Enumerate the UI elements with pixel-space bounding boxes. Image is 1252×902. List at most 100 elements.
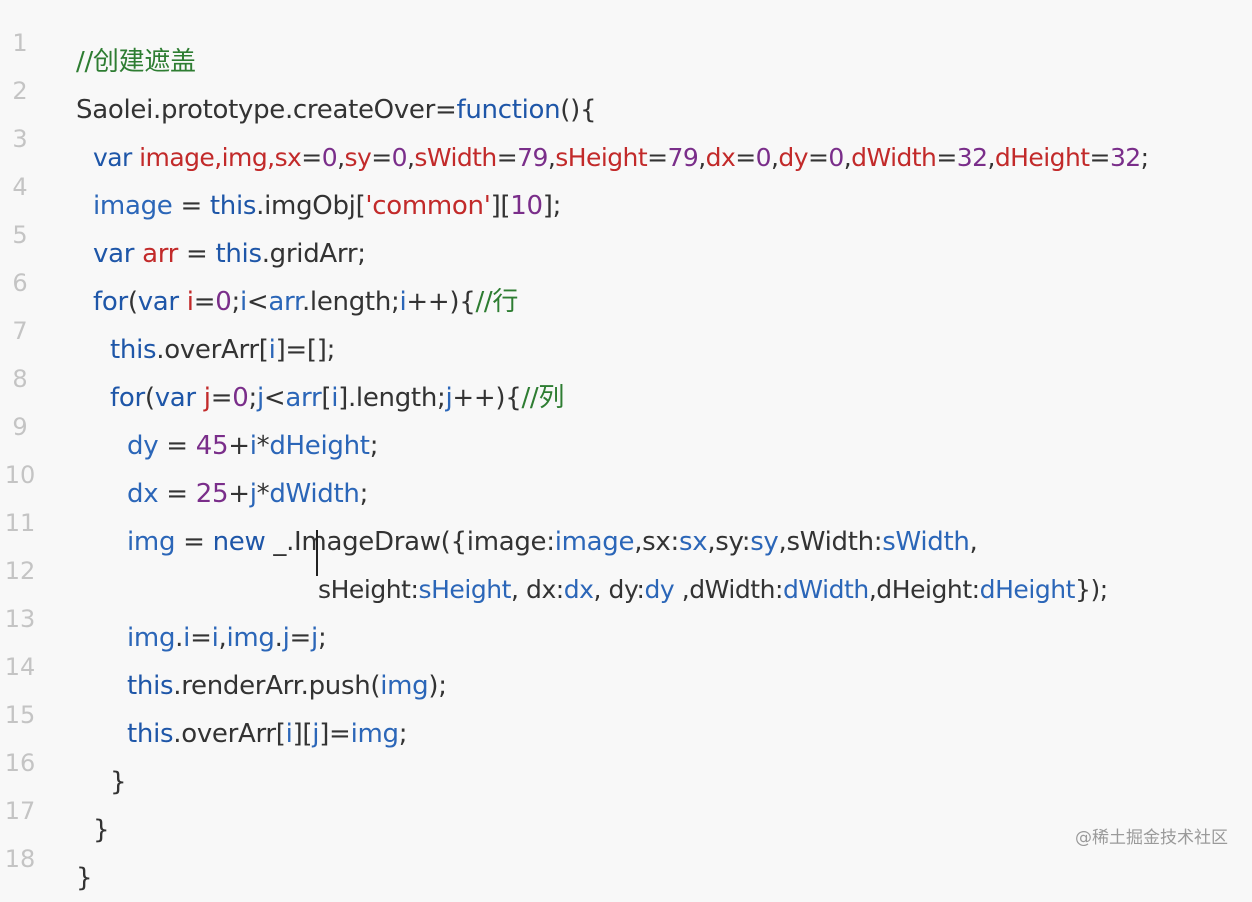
code-token: image xyxy=(93,191,173,221)
code-text[interactable]: img = new _.ImageDraw({image:image,sx:sx… xyxy=(127,518,978,566)
code-token: j xyxy=(282,623,290,653)
code-token: j xyxy=(249,479,257,509)
code-token: 25 xyxy=(195,479,229,509)
code-text[interactable]: sHeight:sHeight, dx:dx, dy:dy ,dWidth:dW… xyxy=(318,566,1108,614)
code-token: j xyxy=(312,719,320,749)
line-16: 16 } xyxy=(0,720,1252,797)
code-text[interactable]: dx = 25+j*dWidth; xyxy=(127,470,368,518)
code-token: _.ImageDraw({image: xyxy=(265,527,555,557)
code-text[interactable]: this.overArr[i]=[]; xyxy=(110,326,335,374)
code-token: 32 xyxy=(1109,143,1141,172)
code-text[interactable]: for(var j=0;j<arr[i].length;j++){//列 xyxy=(110,374,564,422)
line-number: 15 xyxy=(4,701,36,729)
code-token: ].length; xyxy=(338,383,446,413)
code-token: ,sx: xyxy=(634,527,679,557)
code-token: ]; xyxy=(542,191,562,221)
code-token: this xyxy=(127,671,174,701)
code-token: = xyxy=(210,383,233,413)
code-token: 0 xyxy=(755,143,772,172)
code-token: arr xyxy=(285,383,322,413)
code-token: sWidth xyxy=(882,527,970,557)
code-text[interactable]: img.i=i,img.j=j; xyxy=(127,614,327,662)
line-15: 15 this.overArr[i][j]=img; xyxy=(0,672,1252,749)
code-token: dx xyxy=(127,479,159,509)
line-number: 6 xyxy=(12,269,28,297)
code-token: = xyxy=(190,623,212,653)
code-text[interactable]: for(var i=0;i<arr.length;i++){//行 xyxy=(93,278,518,326)
code-text[interactable]: } xyxy=(110,758,127,806)
code-token: = xyxy=(193,287,216,317)
code-token: img xyxy=(226,623,275,653)
line-6: 6 for(var i=0;i<arr.length;i++){//行 xyxy=(0,240,1252,317)
code-text[interactable]: var image,img,sx=0,sy=0,sWidth=79,sHeigh… xyxy=(93,134,1149,182)
code-token: .overArr[ xyxy=(173,719,286,749)
code-token: for xyxy=(93,287,128,317)
code-token: ; xyxy=(231,287,240,317)
code-token: , xyxy=(770,143,779,172)
code-token: } xyxy=(110,767,127,797)
code-token: 10 xyxy=(510,191,543,221)
code-token: }); xyxy=(1075,575,1108,604)
code-token: dWidth xyxy=(783,575,869,604)
code-token: * xyxy=(256,479,270,509)
code-token: = xyxy=(158,479,196,509)
line-12: 12 sHeight:sHeight, dx:dx, dy:dy ,dWidth… xyxy=(0,528,1252,604)
code-token: + xyxy=(228,479,250,509)
code-token: dx xyxy=(705,143,736,172)
line-number: 9 xyxy=(12,413,28,441)
code-token: img xyxy=(127,623,176,653)
code-text[interactable]: //创建遮盖 xyxy=(76,38,196,86)
code-token: ,sy: xyxy=(707,527,751,557)
code-token: ++){ xyxy=(452,383,522,413)
code-token: j xyxy=(203,383,211,413)
code-token: dWidth xyxy=(269,479,360,509)
code-token: ; xyxy=(359,479,369,509)
code-text[interactable]: } xyxy=(93,806,110,854)
code-token: image xyxy=(554,527,635,557)
code-token: .imgObj[ xyxy=(256,191,366,221)
code-token: . xyxy=(175,623,184,653)
code-token: ; xyxy=(1140,143,1149,172)
line-number: 14 xyxy=(4,653,36,681)
code-token: img xyxy=(127,527,176,557)
code-token: = xyxy=(178,239,216,269)
code-token: ][ xyxy=(490,191,511,221)
code-token: 0 xyxy=(391,143,408,172)
code-token: = xyxy=(496,143,518,172)
code-token: < xyxy=(263,383,286,413)
code-text[interactable]: this.renderArr.push(img); xyxy=(127,662,447,710)
code-token: 79 xyxy=(667,143,699,172)
code-token: 'common' xyxy=(365,191,491,221)
code-token: dx xyxy=(563,575,594,604)
code-token: 0 xyxy=(828,143,844,172)
code-token: 79 xyxy=(517,143,548,172)
code-token: ][ xyxy=(292,719,313,749)
code-token: function xyxy=(456,95,561,125)
code-token: = xyxy=(735,143,756,172)
code-token: sHeight: xyxy=(318,575,419,604)
code-token: , dx: xyxy=(511,575,564,604)
code-text[interactable]: dy = 45+i*dHeight; xyxy=(127,422,378,470)
code-token: i xyxy=(331,383,339,413)
line-number: 1 xyxy=(12,29,28,57)
code-token: = xyxy=(647,143,668,172)
code-text[interactable]: image = this.imgObj['common'][10]; xyxy=(93,182,561,230)
code-text[interactable]: this.overArr[i][j]=img; xyxy=(127,710,408,758)
code-token: i xyxy=(186,287,194,317)
code-token: sy xyxy=(750,527,779,557)
code-text[interactable]: Saolei.prototype.createOver=function(){ xyxy=(76,86,597,134)
line-11: 11 img = new _.ImageDraw({image:image,sx… xyxy=(0,480,1252,557)
code-token: Saolei.prototype.createOver= xyxy=(76,95,457,125)
line-number: 8 xyxy=(12,365,28,393)
code-token: .length; xyxy=(301,287,400,317)
line-4: 4 image = this.imgObj['common'][10]; xyxy=(0,144,1252,221)
code-token: [ xyxy=(321,383,332,413)
code-token: ); xyxy=(428,671,447,701)
code-text[interactable]: } xyxy=(76,854,93,902)
code-text[interactable]: var arr = this.gridArr; xyxy=(93,230,366,278)
line-number: 3 xyxy=(12,125,28,153)
code-token: , dy: xyxy=(593,575,645,604)
code-token: image,img,sx xyxy=(139,143,302,172)
line-number: 12 xyxy=(4,557,36,585)
